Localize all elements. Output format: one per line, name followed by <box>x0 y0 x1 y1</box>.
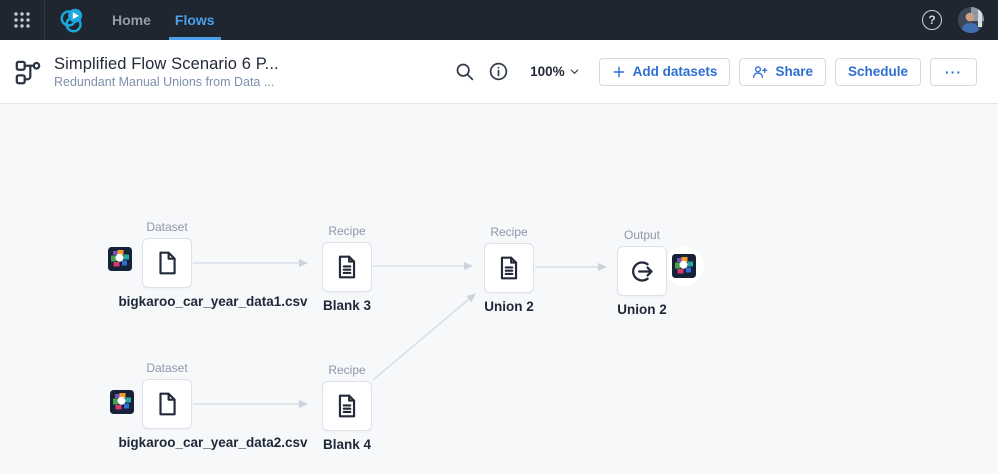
grid-icon <box>14 12 30 28</box>
file-icon <box>159 392 176 416</box>
connector-logo-icon <box>108 247 132 271</box>
add-datasets-label: Add datasets <box>632 64 718 79</box>
tab-flows-label: Flows <box>174 12 215 28</box>
tab-flows[interactable]: Flows <box>163 0 227 40</box>
flow-subtitle[interactable]: Redundant Manual Unions from Data ... <box>54 74 275 89</box>
edge-blank4-union2 <box>372 293 476 381</box>
node-name-label[interactable]: bigkaroo_car_year_data2.csv <box>118 435 308 450</box>
info-icon <box>489 62 508 81</box>
output-icon <box>631 260 653 282</box>
output-node-card[interactable] <box>617 246 667 296</box>
user-avatar[interactable] <box>958 7 984 33</box>
connector-logo-icon <box>110 390 134 414</box>
node-recipe-union2: Recipe Union 2 <box>484 225 534 314</box>
search-icon <box>456 63 474 81</box>
connector-badge-dataset2[interactable] <box>110 390 134 414</box>
node-dataset-1: Dataset bigkaroo_car_year_data1.csv <box>118 220 307 309</box>
node-recipe-blank3: Recipe Blank 3 <box>322 224 372 313</box>
recipe-icon <box>500 256 518 280</box>
recipe-icon <box>338 394 356 418</box>
trifacta-logo-icon <box>60 8 82 33</box>
node-name-label[interactable]: bigkaroo_car_year_data1.csv <box>118 294 308 309</box>
file-icon <box>159 251 176 275</box>
top-navbar: Home Flows ? <box>0 0 998 40</box>
avatar-image <box>958 7 984 33</box>
help-glyph: ? <box>928 13 936 27</box>
schedule-label: Schedule <box>847 64 908 79</box>
flow-header: Simplified Flow Scenario 6 P... Redundan… <box>0 40 998 104</box>
connector-badge-output[interactable] <box>672 254 696 278</box>
zoom-level-value: 100% <box>530 64 565 79</box>
app-logo[interactable] <box>45 0 100 40</box>
info-button[interactable] <box>488 61 509 82</box>
add-datasets-button[interactable]: Add datasets <box>598 57 731 86</box>
flow-canvas[interactable]: Dataset bigkaroo_car_year_data1.csv Reci… <box>0 104 998 474</box>
flow-title: Simplified Flow Scenario 6 P... <box>54 54 279 73</box>
node-type-label: Recipe <box>328 224 366 238</box>
dataset-node-card[interactable] <box>142 379 192 429</box>
node-type-label: Recipe <box>328 363 366 377</box>
tab-home[interactable]: Home <box>100 0 163 40</box>
flow-icon <box>15 60 41 85</box>
main-navigation: Home Flows <box>100 0 227 40</box>
node-type-label: Recipe <box>490 225 528 239</box>
chevron-down-icon <box>570 69 578 75</box>
user-plus-icon <box>753 65 768 78</box>
plus-icon <box>613 66 625 77</box>
recipe-node-card[interactable] <box>484 243 534 293</box>
node-recipe-blank4: Recipe Blank 4 <box>322 363 372 452</box>
help-icon[interactable]: ? <box>922 10 942 30</box>
flow-edges <box>193 259 607 408</box>
node-output-union2: Output Union 2 <box>617 228 667 317</box>
more-options-icon: ··· <box>945 63 962 80</box>
dataset-node-card[interactable] <box>142 238 192 288</box>
connector-logo-icon <box>672 254 696 278</box>
schedule-button[interactable]: Schedule <box>834 57 921 86</box>
node-name-label[interactable]: Union 2 <box>484 299 534 314</box>
node-name-label[interactable]: Union 2 <box>617 302 667 317</box>
share-button[interactable]: Share <box>739 57 826 86</box>
node-type-label: Output <box>623 228 661 242</box>
recipe-node-card[interactable] <box>322 381 372 431</box>
share-label: Share <box>775 64 813 79</box>
zoom-level-dropdown[interactable]: 100% <box>530 64 580 79</box>
node-dataset-2: Dataset bigkaroo_car_year_data2.csv <box>118 361 307 450</box>
node-type-label: Dataset <box>146 361 188 375</box>
search-button[interactable] <box>454 61 475 82</box>
more-options-button[interactable]: ··· <box>930 57 977 86</box>
node-name-label[interactable]: Blank 3 <box>322 298 372 313</box>
node-name-label[interactable]: Blank 4 <box>322 437 372 452</box>
node-type-label: Dataset <box>146 220 188 234</box>
app-launcher-button[interactable] <box>0 0 45 40</box>
tab-home-label: Home <box>112 12 151 28</box>
recipe-node-card[interactable] <box>322 242 372 292</box>
connector-badge-dataset1[interactable] <box>108 247 132 271</box>
recipe-icon <box>338 255 356 279</box>
